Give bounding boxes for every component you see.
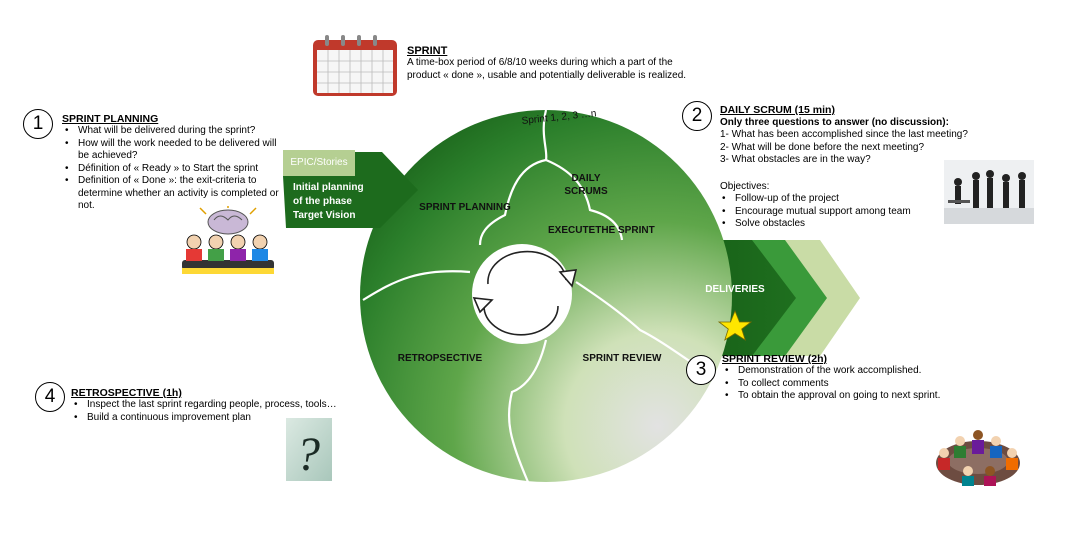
step-number-3: 3: [686, 355, 716, 385]
brain-meeting-icon: [182, 206, 274, 274]
segment-dividers: [362, 109, 701, 483]
inner-disk: [472, 244, 572, 344]
star-icon: [717, 309, 753, 341]
step-number-4: 4: [35, 382, 65, 412]
retro-item-1: Inspect the last sprint regarding people…: [74, 399, 371, 412]
business-people-icon: [944, 160, 1034, 224]
segment-label-planning: SPRINT PLANNING: [419, 202, 511, 213]
retrospective-title: RETROSPECTIVE (1h): [71, 387, 182, 399]
daily-scrum-title: DAILY SCRUM (15 min): [720, 104, 835, 116]
step-number-2: 2: [682, 101, 712, 131]
planning-item-1: What will be delivered during the sprint…: [65, 125, 287, 138]
calendar-icon: [313, 35, 397, 96]
objective-3: Solve obstacles: [722, 218, 1010, 231]
sprint-review-title: SPRINT REVIEW (2h): [722, 353, 828, 365]
planning-item-4: Definition of « Done »: the exit-criteri…: [65, 175, 287, 213]
planning-item-2: How will the work needed to be delivered…: [65, 138, 287, 163]
scrum-question-2: 2- What will be done before the next mee…: [720, 141, 925, 153]
segment-label-execute: EXECUTETHE SPRINT: [548, 225, 655, 236]
segment-label-daily-line2: SCRUMS: [564, 186, 608, 197]
objective-1: Follow-up of the project: [722, 193, 1010, 206]
sprint-line-1: A time-box period of 6/8/10 weeks during…: [407, 57, 673, 68]
daily-scrum-subtitle: Only three questions to answer (no discu…: [720, 117, 949, 128]
epic-banner: [283, 150, 418, 228]
sprint-title: SPRINT: [407, 45, 448, 57]
epic-line2: of the phase: [293, 196, 352, 207]
svg-text:?: ?: [296, 428, 320, 481]
epic-tag: EPIC/Stories: [290, 157, 348, 168]
scrum-question-3: 3- What obstacles are in the way?: [720, 154, 871, 165]
sprint-definition: SPRINT A time-box period of 6/8/10 weeks…: [407, 45, 686, 82]
retro-item-2: Build a continuous improvement plan: [74, 412, 371, 425]
team-meeting-icon: [936, 430, 1020, 486]
retrospective-box: RETROSPECTIVE (1h) Inspect the last spri…: [71, 387, 371, 424]
segment-label-review: SPRINT REVIEW: [582, 353, 662, 364]
epic-line3: Target Vision: [293, 210, 356, 221]
scrum-question-1: 1- What has been accomplished since the …: [720, 129, 968, 140]
segment-label-daily-line1: DAILY: [571, 173, 601, 184]
review-item-2: To collect comments: [725, 378, 992, 391]
epic-text: Initial planning of the phase Target Vis…: [293, 181, 364, 223]
sprint-review-box: SPRINT REVIEW (2h) Demonstration of the …: [722, 353, 992, 403]
question-mark-icon: ?: [286, 418, 332, 481]
objectives-label: Objectives:: [720, 180, 770, 192]
review-item-1: Demonstration of the work accomplished.: [725, 365, 992, 378]
daily-scrum-box: DAILY SCRUM (15 min) Only three question…: [720, 104, 1010, 231]
sprint-planning-box: SPRINT PLANNING What will be delivered d…: [62, 113, 287, 213]
segment-label-retro: RETROPSECTIVE: [397, 353, 483, 364]
sprint-planning-title: SPRINT PLANNING: [62, 113, 159, 125]
segment-label-daily: DAILY SCRUMS: [558, 172, 614, 198]
review-item-3: To obtain the approval on going to next …: [725, 390, 992, 403]
objective-2: Encourage mutual support among team: [722, 206, 1010, 219]
epic-line1: Initial planning: [293, 182, 364, 193]
step-number-1: 1: [23, 109, 53, 139]
deliveries-label: DELIVERIES: [705, 284, 765, 295]
planning-item-3: Définition of « Ready » to Start the spr…: [65, 163, 287, 176]
cycle-arrows-icon: [472, 250, 578, 336]
sprint-line-2: product « done », usable and potentially…: [407, 69, 687, 81]
